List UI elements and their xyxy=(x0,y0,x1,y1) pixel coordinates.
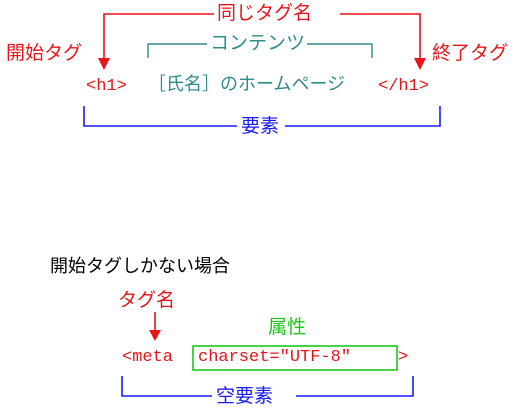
element-bracket xyxy=(83,106,441,127)
same-tag-name-label: 同じタグ名 xyxy=(217,2,313,24)
attribute-label: 属性 xyxy=(268,316,307,338)
tag-name-arrowhead xyxy=(149,330,161,341)
empty-element-label: 空要素 xyxy=(216,385,274,407)
tag-name-label: タグ名 xyxy=(118,289,176,311)
start-tag-label: 開始タグ xyxy=(6,42,83,64)
charset-attribute-code: charset="UTF-8" xyxy=(198,348,352,367)
end-tag-code: </h1> xyxy=(378,77,430,96)
end-tag-arrowhead xyxy=(414,58,426,70)
contents-label: コンテンツ xyxy=(210,32,306,54)
start-tag-arrowhead xyxy=(98,58,110,70)
contents-text: ［氏名］のホームページ xyxy=(148,74,346,95)
contents-bracket xyxy=(147,43,373,58)
same-tag-name-bracket xyxy=(103,13,421,60)
start-tag-code: <h1> xyxy=(86,77,127,96)
element-label: 要素 xyxy=(241,115,280,137)
meta-close-bracket: > xyxy=(398,348,409,367)
attribute-box xyxy=(192,345,398,371)
end-tag-label: 終了タグ xyxy=(432,42,509,64)
empty-element-bracket xyxy=(121,376,414,397)
meta-tag-code: <meta xyxy=(122,348,174,367)
start-tag-only-heading: 開始タグしかない場合 xyxy=(50,256,230,277)
